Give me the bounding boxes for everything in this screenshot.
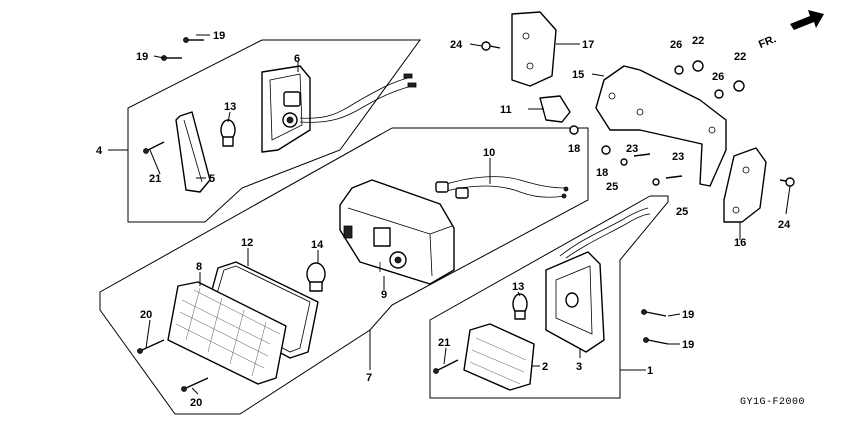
bolt-23-b (665, 175, 683, 179)
callout-11: 11 (500, 104, 512, 116)
screw-19-right-a (641, 309, 667, 317)
screw-20-lower (181, 377, 209, 392)
bulb-upper (220, 119, 236, 147)
callout-20-upper: 20 (140, 309, 152, 321)
callout-25-a: 25 (606, 181, 618, 193)
group-outline-7 (99, 127, 589, 415)
callout-17: 17 (582, 39, 594, 51)
callout-18-a: 18 (568, 143, 580, 155)
callout-3: 3 (576, 361, 582, 373)
cap-22-a (692, 60, 704, 72)
callout-21-upper: 21 (149, 173, 161, 185)
main-lamp-housing (339, 179, 455, 285)
callout-7: 7 (366, 372, 372, 384)
nut-26-b (714, 89, 724, 99)
bolt-23-a (633, 153, 651, 157)
leader-lines (108, 34, 791, 395)
callout-16: 16 (734, 237, 746, 249)
socket-housing (261, 65, 417, 153)
screw-20-upper (137, 339, 165, 354)
screw-21-lower (433, 359, 459, 374)
nut-18-b (601, 145, 611, 155)
screw-21-upper (143, 141, 165, 154)
callout-21-lower: 21 (438, 337, 450, 349)
callout-22-b: 22 (734, 51, 746, 63)
callout-23-a: 23 (626, 143, 638, 155)
callout-26-b: 26 (712, 71, 724, 83)
group-outline-1 (429, 195, 669, 399)
callout-19-top-a: 19 (213, 30, 225, 42)
bolt-24-right (779, 177, 795, 187)
bulb-lower (512, 293, 528, 320)
callout-10: 10 (483, 147, 495, 159)
callout-19-top-b: 19 (136, 51, 148, 63)
callout-19-right-a: 19 (682, 309, 694, 321)
group-outline-4 (127, 39, 421, 223)
direction-label: FR. (757, 33, 778, 51)
callout-15: 15 (572, 69, 584, 81)
callout-2: 2 (542, 361, 548, 373)
turn-signal-lens (463, 323, 535, 391)
callout-1: 1 (647, 365, 653, 377)
callout-19-right-b: 19 (682, 339, 694, 351)
reflector-11 (539, 95, 571, 123)
screw-19-right-b (643, 337, 669, 345)
figure-code: GY1G-F2000 (740, 397, 805, 408)
cap-22-b (733, 80, 745, 92)
callout-5: 5 (209, 173, 215, 185)
callout-18-b: 18 (596, 167, 608, 179)
callout-13-upper: 13 (224, 101, 236, 113)
callout-12: 12 (241, 237, 253, 249)
bulb-main (306, 262, 326, 292)
front-direction-arrow (790, 10, 824, 30)
washer-25-a (620, 158, 628, 166)
turn-signal-housing (545, 207, 651, 353)
callout-24-top: 24 (450, 39, 463, 51)
callout-8: 8 (196, 261, 202, 273)
bolt-24-top (481, 41, 501, 51)
callout-22-a: 22 (692, 35, 704, 47)
bracket-17 (511, 11, 557, 87)
side-reflector (175, 111, 211, 193)
callout-14: 14 (311, 239, 324, 251)
screw-19-top-a (183, 37, 204, 43)
callout-20-lower: 20 (190, 397, 202, 409)
license-bracket-15 (595, 65, 727, 187)
nut-26-a (674, 65, 684, 75)
callout-4: 4 (96, 145, 103, 157)
callout-13-lower: 13 (512, 281, 524, 293)
callout-26-a: 26 (670, 39, 682, 51)
callout-23-b: 23 (672, 151, 684, 163)
callout-25-b: 25 (676, 206, 688, 218)
callout-24-right: 24 (778, 219, 791, 231)
callout-6: 6 (294, 53, 300, 65)
bracket-16 (723, 147, 767, 223)
washer-25-b (652, 178, 660, 186)
nut-18-a (569, 125, 579, 135)
tail-lens (167, 281, 287, 385)
screw-19-top-b (161, 55, 182, 61)
callout-9: 9 (381, 289, 387, 301)
wire-harness (435, 176, 569, 199)
